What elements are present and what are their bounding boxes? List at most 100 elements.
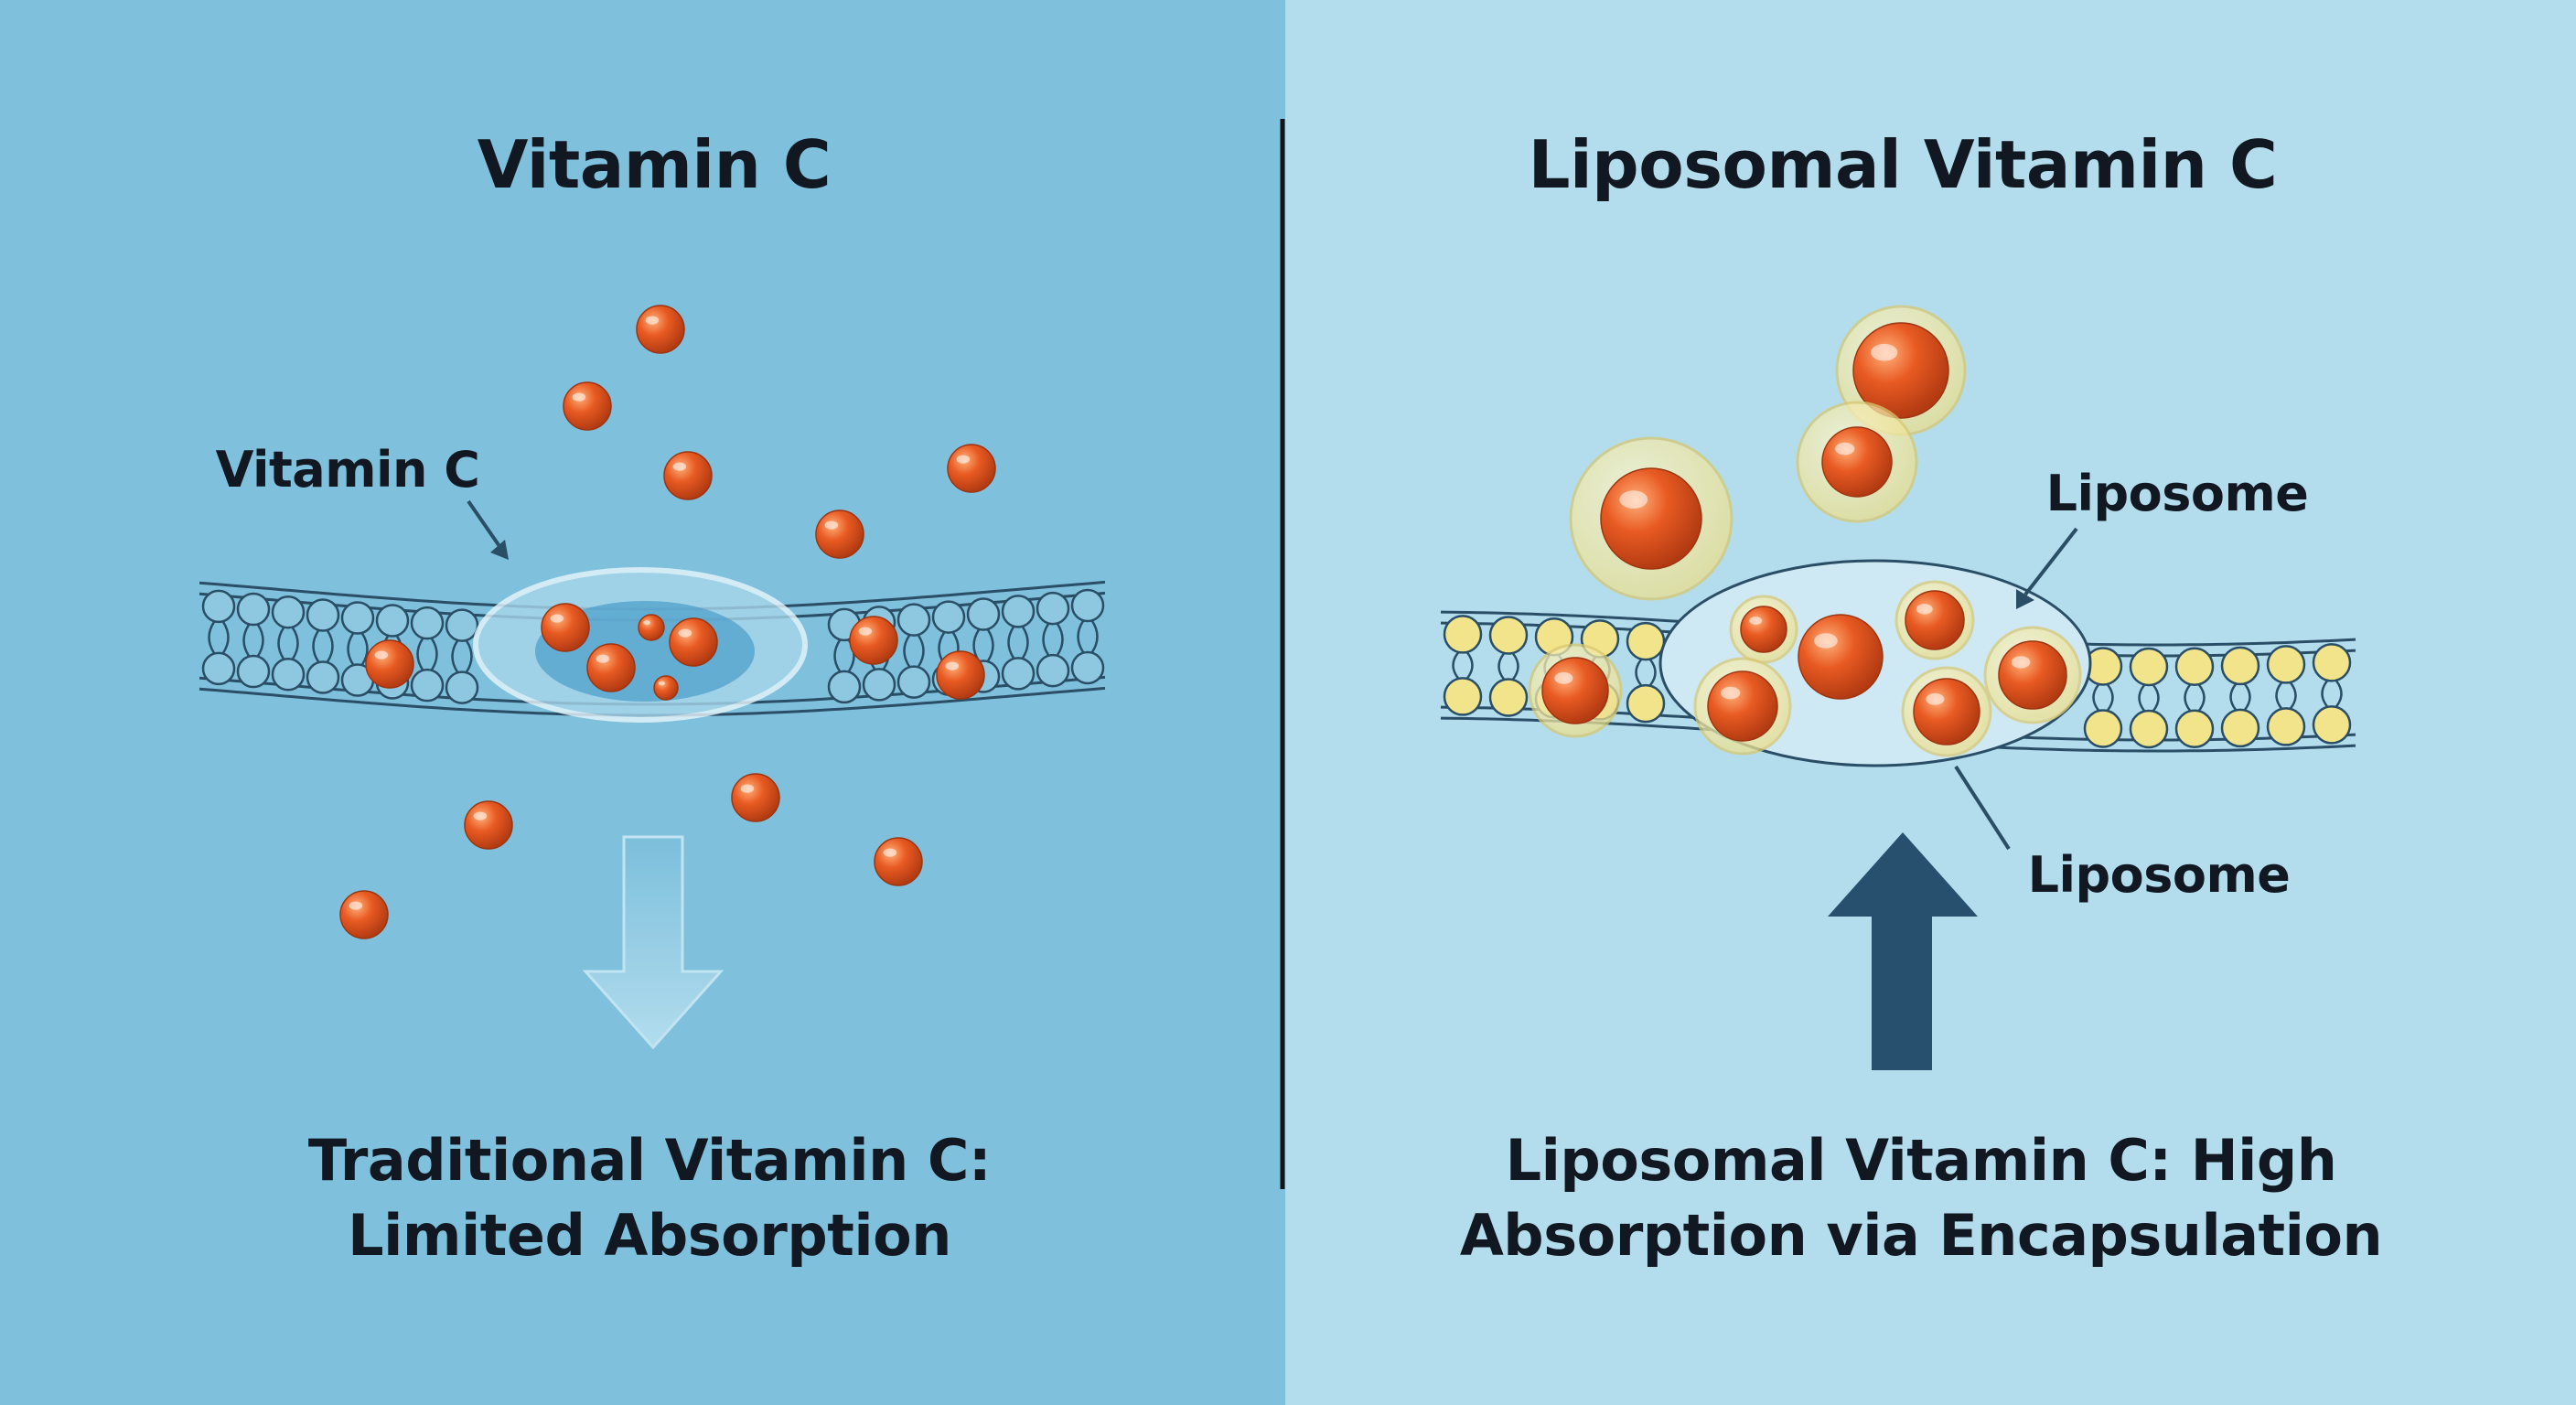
pointer-line-top — [2023, 527, 2078, 596]
lipid-head — [236, 654, 271, 689]
lipid-head — [306, 598, 340, 632]
lipid-tail — [903, 634, 925, 668]
lipid-head — [1626, 683, 1666, 724]
pointer-line — [467, 499, 503, 551]
left-cell-membrane — [199, 580, 1106, 717]
left-caption-line1: Traditional Vitamin C: — [307, 1127, 992, 1194]
right-panel-title: Liposomal Vitamin C — [1528, 126, 2278, 203]
lipid-head — [1070, 588, 1105, 623]
down-arrow-shape — [582, 835, 724, 1050]
left-vitamin-c-particles — [339, 305, 996, 939]
particle-highlight — [658, 681, 666, 686]
vitamin-c-particle — [669, 617, 718, 667]
vitamin-c-particle — [815, 509, 864, 559]
lipid-head — [445, 608, 479, 642]
encapsulated-vitamin-c — [1905, 590, 1965, 650]
encapsulated-vitamin-c — [1821, 426, 1893, 498]
vitamin-c-particle — [586, 643, 636, 692]
particle-highlight — [374, 650, 389, 660]
lipid-head — [236, 592, 271, 627]
lipid-tail — [2184, 684, 2206, 712]
lipid-head — [1070, 650, 1105, 685]
down-arrow-icon — [582, 835, 724, 1050]
lipid-head — [1488, 616, 1529, 655]
lipid-tail — [451, 639, 473, 673]
encapsulated-vitamin-c — [1998, 640, 2067, 710]
lipid-tail — [312, 629, 334, 663]
lipid-head — [2174, 647, 2215, 687]
particle-highlight — [645, 316, 660, 325]
particle-highlight — [1619, 490, 1648, 509]
lipid-head — [2220, 708, 2260, 748]
lipid-tail — [2321, 680, 2343, 708]
lipid-head — [201, 589, 236, 624]
vitamin-c-particle — [663, 451, 713, 500]
lipid-tail — [347, 632, 369, 666]
right-caption: Liposomal Vitamin C: High Absorption via… — [1390, 1123, 2452, 1273]
lipid-head — [410, 606, 445, 640]
pointer-head — [490, 540, 509, 560]
particle-highlight — [1814, 633, 1838, 649]
lipid-head — [271, 658, 306, 692]
lipid-tail — [208, 621, 230, 654]
lipid-head — [1443, 615, 1483, 654]
vitamin-c-particle — [731, 773, 780, 822]
lipid-head — [1443, 677, 1483, 716]
lipid-tail — [2138, 684, 2160, 712]
lipid-head — [445, 670, 479, 704]
lipid-tail — [2092, 683, 2114, 712]
lipid-head — [271, 595, 306, 629]
particle-highlight — [678, 628, 692, 638]
vitamin-c-particle — [636, 305, 685, 354]
left-caption: Traditional Vitamin C: Limited Absorptio… — [238, 1123, 1061, 1273]
vitamin-c-particle — [947, 444, 996, 493]
lipid-tail — [242, 624, 264, 657]
lipid-tail — [1042, 623, 1064, 656]
liposome-label-bottom: Liposome — [2027, 846, 2291, 904]
lipid-head — [1488, 678, 1529, 717]
vitamin-c-particle — [874, 837, 923, 886]
lipid-head — [375, 604, 410, 638]
up-arrow-icon — [1828, 832, 1978, 1070]
lipid-head — [410, 668, 445, 702]
vitamin-c-particle — [563, 381, 612, 431]
lipid-head — [896, 665, 931, 699]
vitamin-c-particle — [638, 614, 665, 641]
lipid-head — [306, 660, 340, 694]
particle-highlight — [473, 811, 488, 820]
particle-highlight — [1916, 604, 1933, 615]
lipid-head — [827, 670, 862, 704]
particle-highlight — [1554, 671, 1573, 684]
vitamin-c-pointer — [467, 499, 509, 560]
lipid-head — [1001, 595, 1036, 628]
lipid-tail — [1497, 652, 1519, 681]
lipid-head — [2083, 709, 2123, 748]
lipid-head — [201, 651, 236, 686]
vitamin-c-particle — [365, 639, 414, 689]
vitamin-c-particle — [541, 603, 590, 652]
lipid-head — [2174, 709, 2215, 749]
lipid-tail — [1452, 651, 1474, 680]
vitamin-c-particle — [653, 675, 679, 701]
particle-highlight — [1835, 442, 1855, 456]
pointer-line-bottom — [1954, 765, 2011, 851]
encapsulated-vitamin-c — [1913, 678, 1980, 745]
lipid-head — [2220, 646, 2260, 686]
particle-highlight — [2011, 656, 2031, 669]
particle-highlight — [945, 661, 960, 670]
particle-highlight — [883, 848, 897, 857]
left-panel-title: Vitamin C — [477, 126, 832, 203]
lipid-head — [1036, 653, 1070, 688]
lipid-head — [896, 603, 931, 637]
particle-highlight — [1926, 692, 1945, 705]
lipid-head — [966, 597, 1001, 631]
particle-highlight — [572, 392, 586, 402]
vitamin-c-particle — [936, 650, 985, 700]
lipid-tail — [1077, 620, 1099, 653]
liposome-pointers — [1954, 527, 2078, 851]
lipid-head — [1001, 657, 1036, 691]
lipid-tail — [1007, 626, 1029, 660]
up-arrow-shape — [1828, 832, 1978, 1070]
lipid-tail — [2229, 683, 2251, 711]
